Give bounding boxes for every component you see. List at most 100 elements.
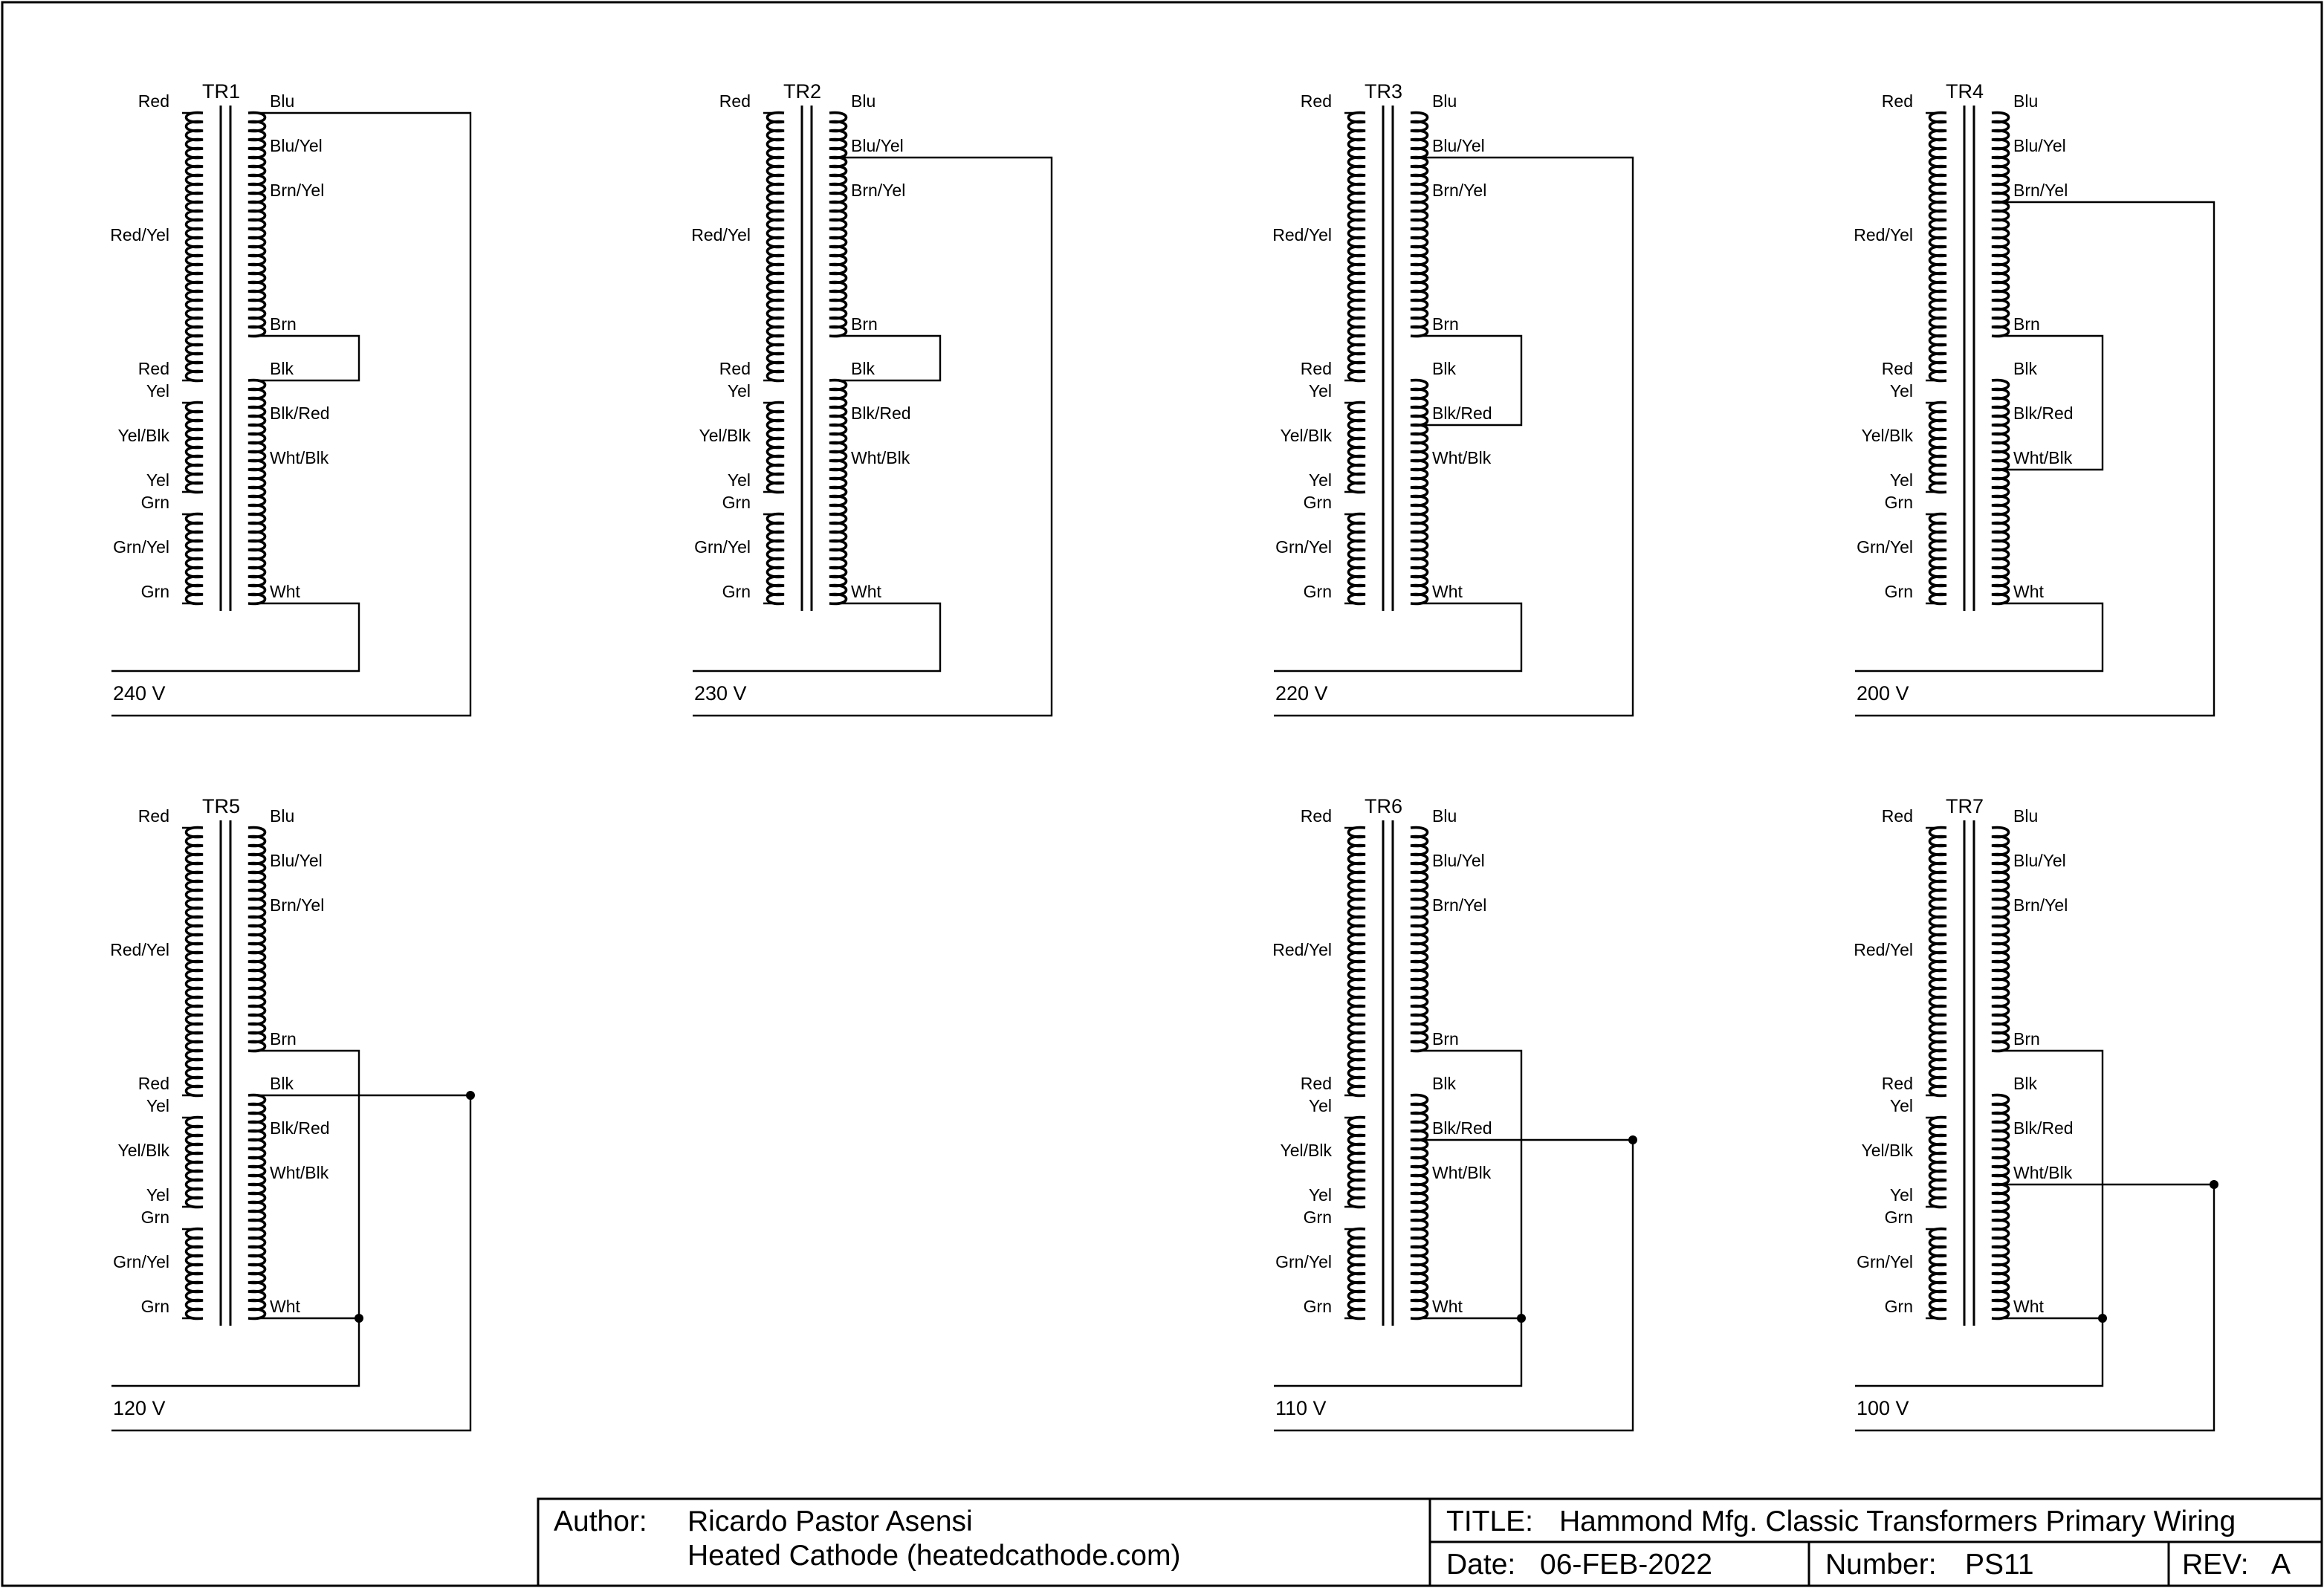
- secondary-lead-label: Red: [1882, 91, 1913, 111]
- primary-tap-label: Blk/Red: [1432, 1118, 1492, 1138]
- primary-tap-label: Blk: [851, 359, 875, 378]
- primary-tap-label: Blu: [2013, 806, 2038, 826]
- voltage-label: 200 V: [1857, 682, 1909, 704]
- secondary-lead-label: Yel: [146, 1096, 169, 1115]
- secondary-lead-label: Grn/Yel: [1857, 537, 1913, 557]
- secondary-lead-label: Red: [719, 359, 751, 378]
- primary-tap-label: Blk/Red: [270, 1118, 330, 1138]
- secondary-lead-label: Grn: [1885, 1297, 1913, 1316]
- primary-tap-label: Wht: [2013, 1297, 2045, 1316]
- primary-tap-label: Blu/Yel: [2013, 851, 2066, 870]
- secondary-lead-label: Red: [1301, 1074, 1332, 1093]
- title-block: Author: Ricardo Pastor Asensi Heated Cat…: [537, 1497, 2323, 1587]
- primary-tap-label: Wht: [270, 1297, 301, 1316]
- secondary-lead-label: Yel: [728, 381, 751, 401]
- number-value: PS11: [1965, 1549, 2034, 1581]
- transformer-schematics: TR1RedRed/YelRedYelYel/BlkYelGrnGrn/YelG…: [110, 80, 2218, 1432]
- secondary-lead-label: Red: [1301, 91, 1332, 111]
- secondary-lead-label: Grn/Yel: [1275, 1252, 1332, 1271]
- primary-tap-label: Brn/Yel: [2013, 181, 2068, 200]
- primary-tap-label: Brn: [270, 1029, 297, 1049]
- secondary-lead-label: Red: [1882, 1074, 1913, 1093]
- transformer-name: TR4: [1946, 80, 1984, 103]
- transformer-tr4: TR4RedRed/YelRedYelYel/BlkYelGrnGrn/YelG…: [1854, 80, 2215, 717]
- secondary-lead-label: Red/Yel: [1854, 940, 1913, 959]
- author-name: Ricardo Pastor Asensi: [687, 1506, 973, 1537]
- primary-tap-label: Wht/Blk: [1432, 1163, 1492, 1182]
- secondary-lead-label: Red/Yel: [1854, 225, 1913, 244]
- primary-tap-label: Wht/Blk: [1432, 448, 1492, 467]
- primary-tap-label: Blk: [2013, 359, 2037, 378]
- primary-tap-label: Brn/Yel: [851, 181, 905, 200]
- secondary-lead-label: Yel: [146, 381, 169, 401]
- primary-tap-label: Blk/Red: [1432, 404, 1492, 423]
- primary-tap-label: Brn: [1432, 314, 1459, 334]
- secondary-lead-label: Yel: [146, 1185, 169, 1205]
- voltage-label: 100 V: [1857, 1397, 1909, 1419]
- primary-tap-label: Wht: [1432, 582, 1463, 601]
- voltage-label: 110 V: [1275, 1397, 1327, 1419]
- secondary-lead-label: Red: [138, 1074, 169, 1093]
- primary-tap-label: Brn: [851, 314, 878, 334]
- secondary-lead-label: Grn: [1304, 582, 1332, 601]
- transformer-tr7: TR7RedRed/YelRedYelYel/BlkYelGrnGrn/YelG…: [1854, 795, 2218, 1432]
- rev-value: A: [2271, 1549, 2291, 1581]
- voltage-label: 240 V: [113, 682, 166, 704]
- primary-tap-label: Brn/Yel: [1432, 181, 1486, 200]
- secondary-lead-label: Grn: [1885, 1208, 1913, 1227]
- secondary-lead-label: Grn: [1885, 582, 1913, 601]
- transformer-tr6: TR6RedRed/YelRedYelYel/BlkYelGrnGrn/YelG…: [1272, 795, 1637, 1432]
- secondary-lead-label: Grn: [1304, 1297, 1332, 1316]
- voltage-label: 230 V: [694, 682, 747, 704]
- primary-tap-label: Blk/Red: [851, 404, 911, 423]
- primary-tap-label: Brn/Yel: [270, 895, 324, 915]
- primary-tap-label: Wht/Blk: [851, 448, 910, 467]
- secondary-lead-label: Yel: [1309, 381, 1332, 401]
- secondary-lead-label: Grn/Yel: [113, 1252, 169, 1271]
- primary-tap-label: Blu/Yel: [270, 851, 323, 870]
- secondary-lead-label: Red: [138, 91, 169, 111]
- secondary-lead-label: Yel/Blk: [118, 426, 170, 445]
- number-label: Number:: [1825, 1549, 1937, 1581]
- secondary-lead-label: Grn: [141, 582, 169, 601]
- secondary-lead-label: Yel: [1309, 1096, 1332, 1115]
- primary-tap-label: Blk: [1432, 359, 1456, 378]
- secondary-lead-label: Grn/Yel: [694, 537, 751, 557]
- primary-tap-label: Blu/Yel: [1432, 136, 1485, 155]
- transformer-tr3: TR3RedRed/YelRedYelYel/BlkYelGrnGrn/YelG…: [1272, 80, 1634, 717]
- secondary-lead-label: Red: [1301, 806, 1332, 826]
- primary-tap-label: Brn: [2013, 314, 2040, 334]
- secondary-lead-label: Red: [138, 806, 169, 826]
- secondary-lead-label: Red: [719, 91, 751, 111]
- author-site: Heated Cathode (heatedcathode.com): [687, 1540, 1180, 1572]
- transformer-tr5: TR5RedRed/YelRedYelYel/BlkYelGrnGrn/YelG…: [110, 795, 475, 1432]
- secondary-lead-label: Grn: [1885, 493, 1913, 512]
- primary-tap-label: Blu: [270, 91, 294, 111]
- primary-tap-label: Blk: [270, 1074, 294, 1093]
- secondary-lead-label: Grn: [141, 493, 169, 512]
- secondary-lead-label: Grn/Yel: [1857, 1252, 1913, 1271]
- secondary-lead-label: Grn: [1304, 1208, 1332, 1227]
- secondary-lead-label: Red: [1882, 359, 1913, 378]
- primary-tap-label: Blu/Yel: [270, 136, 323, 155]
- secondary-lead-label: Yel: [146, 470, 169, 490]
- primary-tap-label: Blu: [270, 806, 294, 826]
- voltage-label: 120 V: [113, 1397, 166, 1419]
- primary-tap-label: Wht: [851, 582, 882, 601]
- transformer-name: TR7: [1946, 795, 1984, 817]
- primary-tap-label: Wht/Blk: [2013, 448, 2073, 467]
- primary-tap-label: Blk/Red: [2013, 404, 2074, 423]
- primary-tap-label: Brn: [1432, 1029, 1459, 1049]
- primary-tap-label: Brn/Yel: [270, 181, 324, 200]
- primary-tap-label: Wht: [2013, 582, 2045, 601]
- secondary-lead-label: Yel/Blk: [699, 426, 751, 445]
- secondary-lead-label: Grn/Yel: [113, 537, 169, 557]
- secondary-lead-label: Grn: [722, 493, 751, 512]
- secondary-lead-label: Yel/Blk: [1862, 426, 1914, 445]
- primary-tap-label: Brn/Yel: [1432, 895, 1486, 915]
- secondary-lead-label: Grn: [1304, 493, 1332, 512]
- primary-tap-label: Wht: [270, 582, 301, 601]
- rev-label: REV:: [2182, 1549, 2249, 1581]
- primary-tap-label: Blu: [851, 91, 875, 111]
- primary-tap-label: Blu: [2013, 91, 2038, 111]
